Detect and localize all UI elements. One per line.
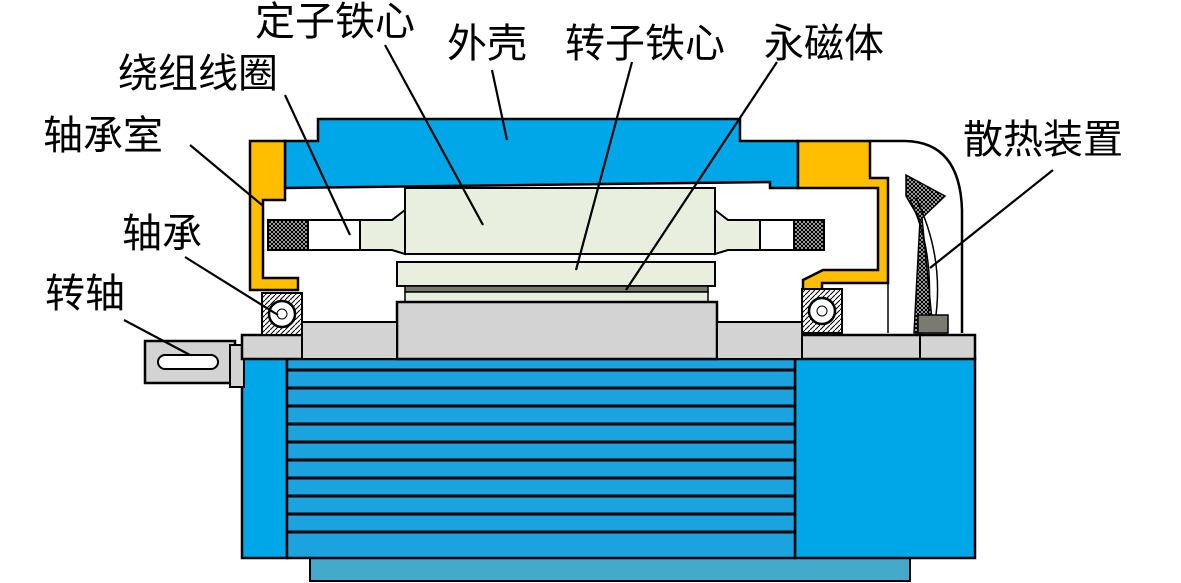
cooling-fins [287,368,795,534]
winding-right-body [759,219,795,251]
winding-left [267,219,309,251]
winding-left-body [307,219,361,251]
label-winding-coil: 绕组线圈 [118,51,278,97]
leader-rotor-core [574,61,634,271]
shaft-step-left [301,321,398,360]
leader-bearing-chamber [189,144,263,206]
label-shaft: 转轴 [45,271,125,317]
label-housing: 外壳 [447,21,527,67]
lower-housing-left [240,356,289,560]
leader-housing [490,69,509,141]
shaft-collar [229,344,245,388]
heat-sink-cover [870,139,964,333]
rotor-core [396,261,716,287]
permanent-magnet [404,285,709,293]
label-bearing-chamber: 轴承室 [43,113,163,159]
shaft-keyway [157,354,219,370]
bearing-left [261,292,303,336]
label-permanent-magnet: 永磁体 [764,21,884,67]
rotor-core-lower [404,291,709,303]
label-rotor-core: 转子铁心 [565,21,725,67]
bearing-right [801,288,843,334]
leader-shaft [123,319,191,356]
leader-winding-coil [284,94,351,236]
heat-sink-base [917,314,949,334]
bearing-chamber-left [248,139,300,292]
rotor-hub [395,300,719,361]
stator-core [404,187,716,255]
heat-sink-fins [905,173,947,334]
leader-lines [123,44,1054,356]
label-heat-sink: 散热装置 [963,117,1123,163]
winding-right [793,219,825,251]
leader-stator-core [384,44,484,226]
upper-housing [283,117,800,190]
leader-bearing [184,256,279,316]
cooling-fins-block [285,356,797,560]
winding-left-end [359,207,406,256]
winding-right-end [714,207,761,256]
leader-heat-sink [929,169,1054,269]
lower-housing-right [793,356,977,560]
leader-permanent-magnet [625,61,778,291]
shaft-step-right [716,321,803,360]
label-bearing: 轴承 [122,211,202,257]
label-stator-core: 定子铁心 [255,0,415,45]
